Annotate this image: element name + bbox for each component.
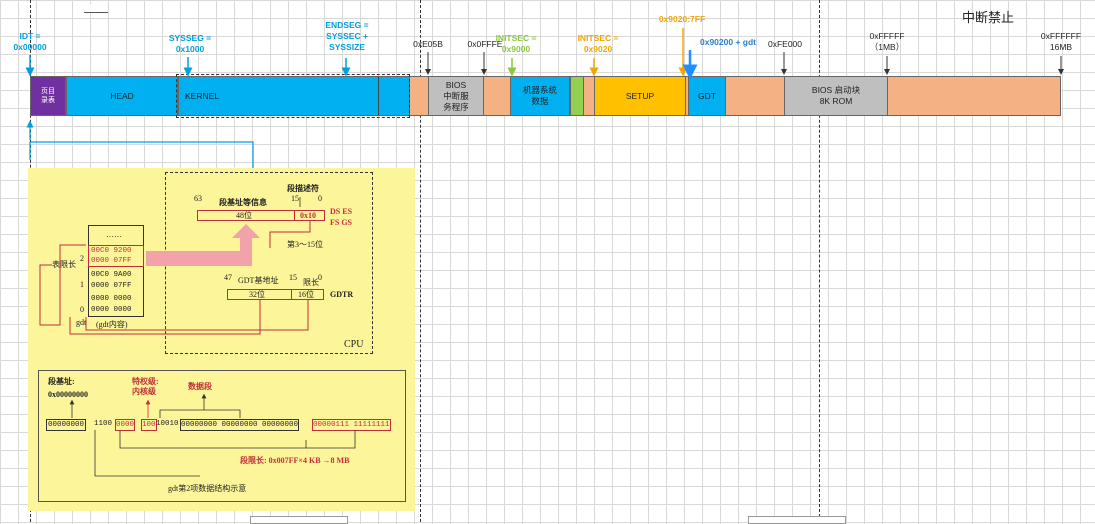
sheet-cell-bottom-left (250, 516, 348, 524)
gdt-row-1: 0000 07FF (91, 257, 132, 265)
fs-gs-label: FS GS (330, 218, 353, 227)
seg-desc-title: 段描述符 (287, 184, 319, 193)
gdt-row-2: 00C0 9A00 (91, 271, 132, 279)
label-sysseg: SYSSEG = 0x1000 (168, 33, 212, 54)
bits-f: 00000000 00000000 00000000 (180, 419, 300, 431)
cell-highlight (84, 4, 108, 13)
label-gdt-addr: 0x90200 + gdt (700, 37, 756, 47)
label-initsec-9020: INITSEC = 0x9020 (577, 33, 619, 54)
cpu-label: CPU (344, 339, 364, 350)
segment-kernel-label: KERNEL (185, 90, 220, 101)
descriptor-box (197, 210, 325, 221)
bits-3-15: 第3～15位 (287, 240, 323, 249)
bits-g: 00000111 11111111 (312, 419, 391, 431)
gdtr-label: GDTR (330, 290, 354, 299)
kernel-dashed-outline (176, 74, 410, 118)
seg-base-info: 段基址等信息 (219, 198, 267, 207)
segment-page-directory: 页目 录表 (30, 76, 66, 116)
dashed-divider-mid (420, 0, 421, 522)
segment-green (570, 76, 584, 116)
gdtr-split (291, 289, 292, 300)
limit-label: 限长 (303, 278, 319, 287)
gdt-row-0: 00C0 9200 (91, 247, 132, 255)
gdt-row-4: 0000 0000 (91, 295, 132, 303)
struct-box (38, 370, 406, 502)
segment-setup: SETUP (594, 76, 686, 116)
bits-48: 48位 (236, 211, 252, 220)
table-limit-bracket (39, 244, 86, 326)
seg-limit-label: 段限长: 0x007FF×4 KB →8 MB (240, 456, 350, 465)
seg-base-label: 段基址: (48, 377, 75, 386)
bits-32: 32位 (249, 290, 265, 299)
gdt-label: gdt (76, 318, 87, 327)
gdtr-box (227, 289, 324, 300)
index-1: 1 (80, 280, 84, 289)
segment-bios-interrupt: BIOS 中断服 务程序 (428, 76, 484, 116)
label-16mb: 0xFFFFFF 16MB (1040, 31, 1082, 52)
selector-0x10: 0x10 (300, 211, 316, 220)
bits-a: 00000000 (46, 419, 87, 431)
gdt-row-5: 0000 0000 (91, 306, 132, 314)
dashed-divider-right (819, 0, 820, 522)
table-limit-label: 表限长 (52, 260, 76, 269)
gdt-base-label: GDT基地址 (238, 276, 279, 285)
bit-0b: 0 (318, 273, 322, 282)
bit-0a: 0 (318, 194, 322, 203)
sheet-cell-bottom (748, 516, 846, 524)
interrupt-disabled-title: 中断禁止 (962, 10, 1015, 25)
label-0fffe: 0x0FFFE (467, 39, 503, 49)
segment-kernel: KERNEL (178, 76, 378, 116)
descriptor-split (294, 210, 295, 221)
bit-15b: 15 (289, 273, 297, 282)
bits-16: 16位 (298, 290, 314, 299)
segment-machine-data: 机器系统 数据 (510, 76, 570, 116)
segment-head: HEAD (66, 76, 178, 116)
struct-caption: gdt第2项数据结构示意 (168, 484, 247, 493)
data-seg-label: 数据段 (188, 382, 212, 391)
table-dots: …… (106, 230, 122, 239)
gdt-row-3: 0000 07FF (91, 282, 132, 290)
label-fe000: 0xFE000 (767, 39, 803, 49)
index-2: 2 (80, 254, 84, 263)
bit-63: 63 (194, 194, 202, 203)
label-initsec-9000: INITSEC = 0x9000 (495, 33, 537, 54)
bit-47: 47 (224, 273, 232, 282)
bits-e: 10010 (156, 420, 179, 428)
label-setup-end: 0x9020:7FF (658, 14, 706, 24)
label-1mb: 0xFFFFF （1MB） (869, 31, 905, 52)
bits-c: 0000 (115, 419, 136, 431)
gdt-table (88, 225, 144, 317)
label-endseg: ENDSEG = SYSSEC + SYSSIZE (325, 20, 369, 52)
pink-big-arrow (146, 224, 260, 266)
gdt-highlight (88, 245, 144, 267)
segment-gdt: GDT (688, 76, 726, 116)
bits-b: 1100 (94, 420, 113, 428)
privilege-label: 特权级: 内核级 (132, 377, 159, 396)
ds-es-label: DS ES (330, 207, 353, 216)
segment-bios-rom: BIOS 启动块 8K ROM (784, 76, 888, 116)
gdt-content-label: (gdt内容) (96, 320, 128, 329)
bit-15a: 15 (291, 194, 299, 203)
label-e05b: 0xE05B (413, 39, 443, 49)
index-0: 0 (80, 305, 84, 314)
bits-d: 100 (141, 419, 157, 431)
label-idt: IDT = 0x00000 (13, 31, 47, 52)
segment-kernel-tail (378, 76, 410, 116)
seg-base-value: 0x00000000 (48, 390, 88, 399)
